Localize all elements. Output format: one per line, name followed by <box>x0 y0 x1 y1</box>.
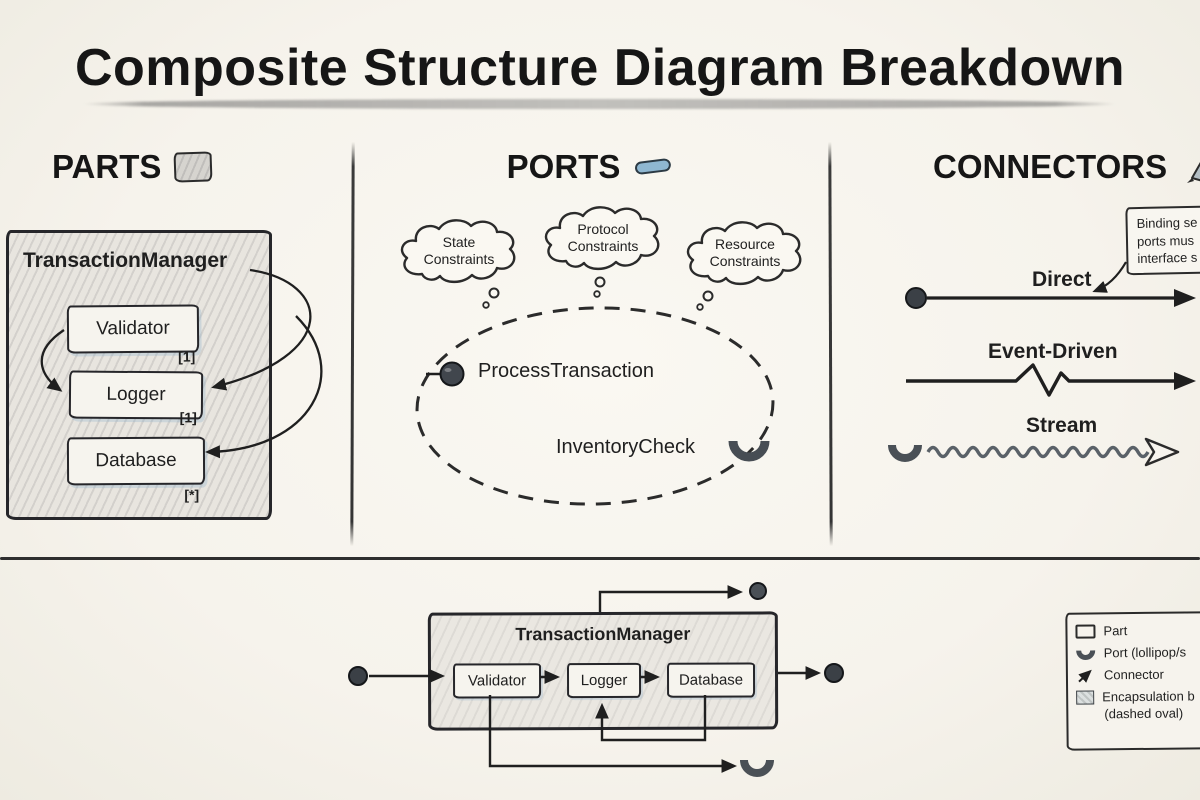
connectors-heading: CONNECTORS <box>933 148 1168 185</box>
port-pill-icon <box>635 158 672 175</box>
page-title: Composite Structure Diagram Breakdown <box>74 39 1126 97</box>
example-connectors-layer <box>348 582 844 777</box>
state-constraints-label: State Constraints <box>423 234 495 267</box>
event-driven-connector-line <box>906 363 1196 397</box>
shaded-box-icon <box>1076 689 1095 705</box>
socket-endpoint-icon <box>888 444 922 462</box>
legend-item-port: Port (lollipop/s <box>1076 643 1198 661</box>
column-divider-2 <box>828 141 833 547</box>
binding-note: Binding se ports mus interface s <box>1125 204 1200 276</box>
parts-heading: PARTS <box>52 148 162 185</box>
thought-bubble <box>482 301 490 309</box>
section-divider <box>0 557 1200 560</box>
curve-arrow-to-logger <box>211 268 312 391</box>
connectors-section-header: CONNECTORS <box>933 148 1200 186</box>
arrow-out-top <box>598 585 744 612</box>
socket-port-icon <box>728 440 770 462</box>
resource-constraints-cloud <box>686 221 802 311</box>
transaction-manager-label: TransactionManager <box>23 249 228 272</box>
example-top-port-circle <box>749 582 767 600</box>
feedback-arrow-to-logger <box>595 695 707 742</box>
ports-heading: PORTS <box>506 148 621 185</box>
curve-arrow-validator-to-logger <box>40 329 65 392</box>
connector-endpoint-circle <box>905 287 927 309</box>
state-constraints-cloud <box>400 219 516 309</box>
direct-connector-line <box>905 287 1196 309</box>
example-bottom-socket-icon <box>740 759 774 777</box>
arrowhead <box>1174 289 1196 307</box>
legend-item-encapsulation: Encapsulation b <box>1076 688 1198 704</box>
encapsulation-boundary-oval <box>415 306 775 506</box>
thought-bubble <box>696 303 704 311</box>
legend-item-part: Part <box>1075 622 1197 638</box>
part-rectangle-icon <box>1075 623 1096 639</box>
thought-bubble <box>594 276 606 288</box>
example-left-port-circle <box>348 666 368 686</box>
transaction-manager-container: TransactionManager Validator [1] Logger … <box>6 230 272 520</box>
stream-connector-line <box>888 437 1180 467</box>
open-arrowhead <box>1144 437 1180 467</box>
socket-legend-icon <box>1076 650 1096 661</box>
direct-connector-label: Direct <box>1032 268 1092 291</box>
connector-pen-icon <box>1187 162 1200 183</box>
parts-section-header: PARTS <box>52 148 213 186</box>
resource-constraints-label: Resource Constraints <box>709 236 781 269</box>
parts-connector-curves <box>40 268 323 459</box>
legend-item-encapsulation-line2: (dashed oval) <box>1104 705 1184 722</box>
thought-bubble <box>702 290 714 302</box>
arrow-legend-icon <box>1078 669 1092 683</box>
curve-arrow-to-database <box>205 315 323 459</box>
note-pointer-arrow <box>1092 261 1127 293</box>
arrow-to-bottom-socket <box>488 695 738 773</box>
title-underline <box>82 99 1117 109</box>
thought-bubble <box>593 290 601 298</box>
example-right-port-circle <box>824 663 844 683</box>
protocol-constraints-cloud <box>544 206 660 298</box>
stream-connector-label: Stream <box>1026 414 1098 437</box>
legend-item-connector: Connector <box>1076 665 1198 683</box>
arrowhead <box>1174 372 1196 390</box>
legend-box: Part Port (lollipop/s Connector Encapsul… <box>1065 611 1200 751</box>
thought-bubble <box>488 287 500 299</box>
event-driven-connector-label: Event-Driven <box>988 340 1118 363</box>
ports-section-header: PORTS <box>352 148 830 186</box>
protocol-constraints-label: Protocol Constraints <box>567 221 639 254</box>
lollipop-port-icon <box>426 361 465 387</box>
inventory-check-port-label: InventoryCheck <box>556 436 695 458</box>
process-transaction-port-label: ProcessTransaction <box>478 360 654 382</box>
